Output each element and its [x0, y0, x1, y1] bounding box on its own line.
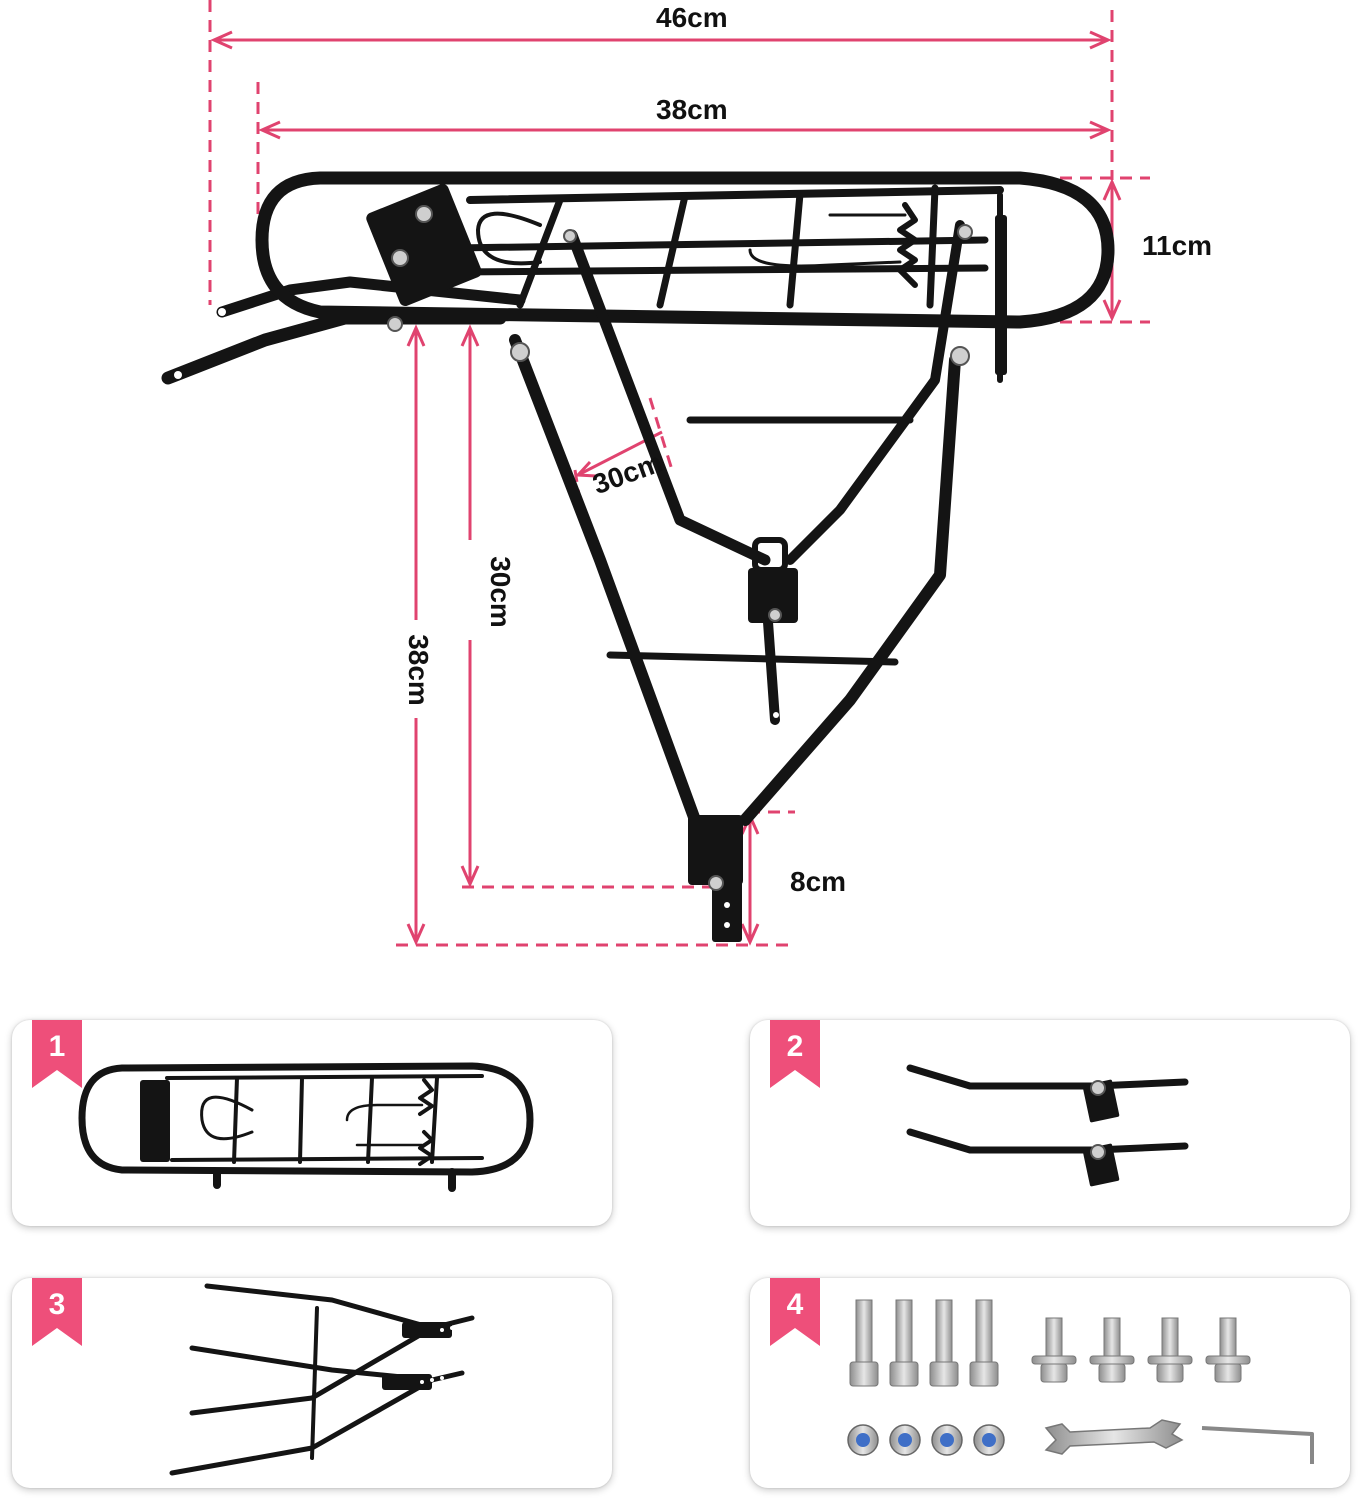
part-badge-1: 1 — [32, 1020, 82, 1088]
bike-rack-icon — [161, 0, 1150, 947]
part-badge-3: 3 — [32, 1278, 82, 1346]
part-panel-1: 1 — [12, 1020, 612, 1226]
rack-bolts — [387, 205, 973, 891]
dim-platform-length: 38cm — [656, 94, 728, 125]
rack-fittings — [366, 183, 1007, 942]
part-panel-4: 4 — [750, 1278, 1350, 1488]
dim-platform-height: 11cm — [1142, 230, 1213, 261]
part-number: 1 — [48, 1030, 66, 1063]
part-number: 2 — [786, 1030, 804, 1063]
rack-dimension-diagram: 46cm 38cm 11cm 30cm 30cm 38cm 8cm — [161, 0, 1213, 947]
part-panel-3: 3 — [12, 1278, 612, 1488]
dim-inner-height: 30cm — [485, 556, 516, 628]
dim-adjust-range: 8cm — [790, 866, 847, 897]
rack-holes — [174, 308, 779, 928]
front-stay-arms-icon — [906, 1064, 1189, 1187]
part-badge-2: 2 — [770, 1020, 820, 1088]
dim-outer-height: 38cm — [403, 634, 434, 706]
rack-platform-icon — [78, 1062, 534, 1192]
bolts-nuts-tools-icon — [847, 1299, 1314, 1464]
part-badge-4: 4 — [770, 1278, 820, 1346]
part-number: 3 — [48, 1288, 66, 1321]
support-struts-icon — [169, 1283, 475, 1476]
rack-frame — [161, 171, 1115, 826]
part-number: 4 — [786, 1288, 804, 1321]
dim-total-length: 46cm — [656, 2, 728, 33]
dimension-guides — [208, 0, 1150, 947]
part-panel-2: 2 — [750, 1020, 1350, 1226]
